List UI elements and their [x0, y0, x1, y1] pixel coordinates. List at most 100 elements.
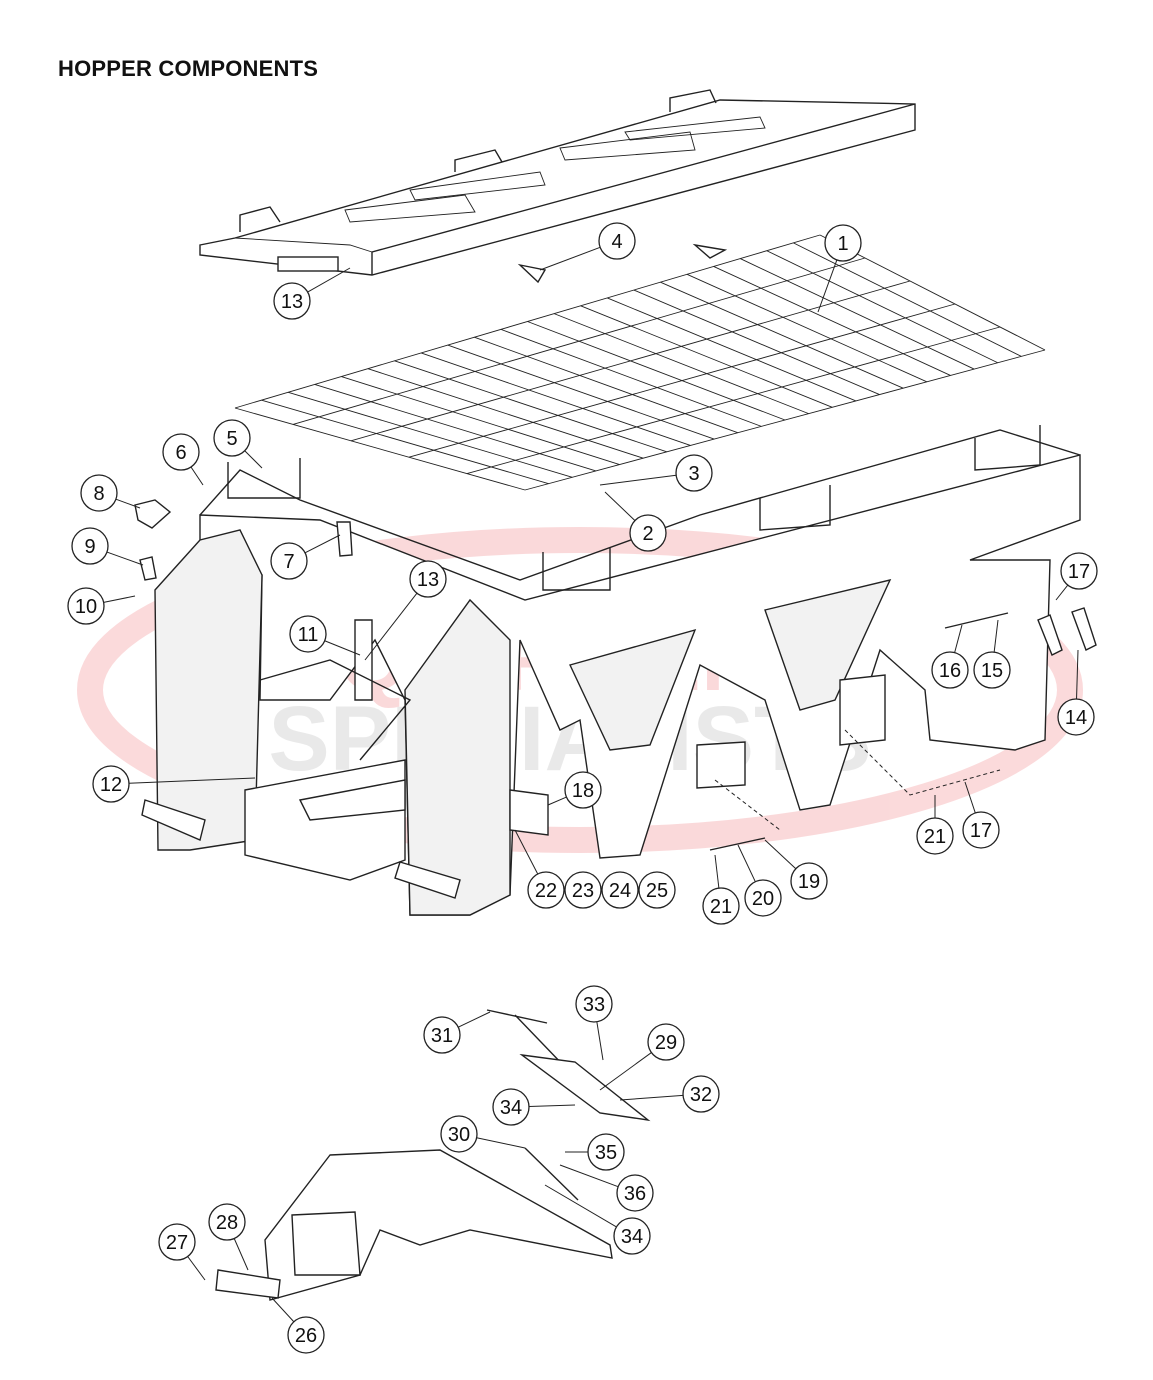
callout-number: 9: [84, 536, 95, 558]
grate-bar: [341, 376, 620, 465]
callout-3: 3: [599, 454, 713, 492]
leader-line: [304, 534, 341, 554]
callout-circle: [682, 1075, 720, 1113]
leader-line: [599, 474, 677, 486]
leader-line: [103, 595, 136, 603]
callout-number: 35: [595, 1142, 617, 1164]
callout-19: 19: [764, 839, 828, 900]
callout-circle: [824, 224, 862, 262]
callout-number: 23: [572, 880, 594, 902]
grate-bar: [261, 399, 549, 485]
hopper-body: [134, 243, 1097, 916]
grate-bar: [367, 368, 644, 459]
leader-line: [714, 854, 720, 889]
callout-circle: [92, 765, 130, 803]
callout-34: 34: [492, 1088, 576, 1126]
leader-line: [476, 1137, 526, 1149]
callout-36: 36: [559, 1164, 654, 1212]
callout-13: 13: [273, 267, 351, 320]
callout-14: 14: [1057, 649, 1095, 736]
callout-number: 17: [970, 820, 992, 842]
callout-circle: [67, 587, 105, 625]
callout-11: 11: [289, 615, 361, 656]
grate-crossbar: [234, 234, 821, 409]
callout-circle: [638, 871, 676, 909]
leader-line: [364, 592, 418, 661]
callout-1: 1: [817, 224, 862, 313]
callout-circle: [208, 1203, 246, 1241]
grate-crossbar: [408, 303, 956, 458]
callout-circle: [273, 282, 311, 320]
grate-bar: [234, 407, 526, 491]
callout-13: 13: [364, 560, 447, 661]
grate-bar: [580, 305, 833, 408]
callout-number: 11: [298, 624, 319, 646]
leader-line: [954, 624, 963, 653]
hopper-lid: [199, 89, 916, 276]
callout-circle: [527, 871, 565, 909]
grate-bar: [607, 297, 857, 402]
callout-number: 24: [609, 880, 631, 902]
callout-circle: [790, 862, 828, 900]
callout-22: 22: [514, 829, 565, 909]
callout-number: 19: [798, 871, 820, 893]
callout-circle: [270, 542, 308, 580]
callout-34: 34: [544, 1184, 651, 1255]
leader-line: [128, 777, 256, 784]
callout-circle: [287, 1316, 325, 1354]
callout-number: 7: [283, 551, 294, 573]
grate-bar: [793, 242, 1022, 357]
callout-number: 13: [417, 569, 439, 591]
leader-line: [115, 498, 141, 509]
grate-bar: [686, 273, 928, 383]
leader-line: [233, 1238, 249, 1271]
callout-circle: [916, 817, 954, 855]
callout-circle: [213, 419, 251, 457]
callout-circle: [158, 1223, 196, 1261]
callout-31: 31: [423, 1011, 491, 1054]
callout-number: 26: [295, 1325, 317, 1347]
leader-line: [993, 619, 999, 653]
grate-crossbar: [350, 280, 911, 442]
grate-bar: [288, 391, 573, 478]
callout-10: 10: [67, 587, 136, 625]
grate-crossbar: [466, 326, 1001, 475]
callout-number: 36: [624, 1183, 646, 1205]
callout-27: 27: [158, 1223, 206, 1281]
callout-number: 3: [688, 463, 699, 485]
leader-line: [1076, 649, 1079, 700]
callout-number: 33: [583, 994, 605, 1016]
grate-bar: [713, 266, 951, 376]
grate-bar: [766, 250, 998, 364]
callout-circle: [962, 811, 1000, 849]
callout-8: 8: [80, 474, 141, 512]
callout-number: 21: [924, 826, 946, 848]
callout-number: 10: [75, 596, 97, 618]
leader-line: [596, 1021, 604, 1061]
callout-number: 4: [611, 231, 622, 253]
callout-number: 21: [710, 896, 732, 918]
callout-number: 16: [939, 660, 961, 682]
callout-circle: [973, 651, 1011, 689]
callout-circle: [702, 887, 740, 925]
leader-line: [817, 259, 838, 313]
grate-bar: [527, 321, 786, 421]
grate-bar: [420, 352, 691, 446]
callout-circle: [409, 560, 447, 598]
callout-circle: [564, 771, 602, 809]
callout-4: 4: [539, 222, 636, 271]
callout-2: 2: [604, 491, 667, 552]
callout-number: 17: [1068, 561, 1090, 583]
callout-number: 27: [166, 1232, 188, 1254]
callout-number: 8: [93, 483, 104, 505]
callout-number: 31: [431, 1025, 453, 1047]
grate-bar: [500, 328, 762, 427]
callout-35: 35: [565, 1133, 625, 1171]
callout-12: 12: [92, 765, 256, 803]
callout-circle: [1057, 698, 1095, 736]
leader-line: [544, 1184, 617, 1228]
leader-line: [244, 450, 263, 469]
callout-circle: [564, 871, 602, 909]
